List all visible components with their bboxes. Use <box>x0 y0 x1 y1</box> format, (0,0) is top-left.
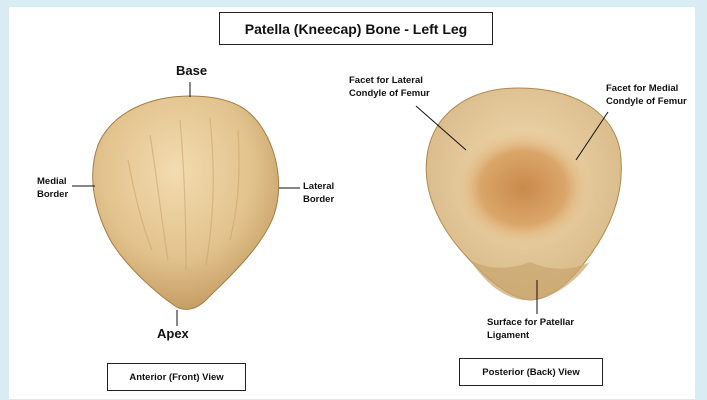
label-medial-border-line-2: Border <box>37 188 68 201</box>
label-base: Base <box>176 64 207 77</box>
label-lateral-facet: Facet for Lateral Condyle of Femur <box>349 74 430 100</box>
label-ligament-line-2: Ligament <box>487 329 574 342</box>
label-medial-facet-line-1: Facet for Medial <box>606 82 687 95</box>
label-ligament-line-1: Surface for Patellar <box>487 316 574 329</box>
label-medial-facet: Facet for Medial Condyle of Femur <box>606 82 687 108</box>
posterior-patella-shape <box>426 88 621 300</box>
label-patellar-ligament-surface: Surface for Patellar Ligament <box>487 316 574 342</box>
label-lateral-facet-line-1: Facet for Lateral <box>349 74 430 87</box>
label-medial-border: Medial Border <box>37 175 68 201</box>
label-medial-facet-line-2: Condyle of Femur <box>606 95 687 108</box>
label-lateral-border: Lateral Border <box>303 180 334 206</box>
anterior-patella-shape <box>93 96 279 309</box>
posterior-view-caption: Posterior (Back) View <box>459 358 603 386</box>
anterior-view-caption: Anterior (Front) View <box>107 363 246 391</box>
label-apex: Apex <box>157 327 189 340</box>
figure-title: Patella (Kneecap) Bone - Left Leg <box>219 12 493 45</box>
label-lateral-facet-line-2: Condyle of Femur <box>349 87 430 100</box>
label-medial-border-line-1: Medial <box>37 175 68 188</box>
label-lateral-border-line-2: Border <box>303 193 334 206</box>
label-lateral-border-line-1: Lateral <box>303 180 334 193</box>
